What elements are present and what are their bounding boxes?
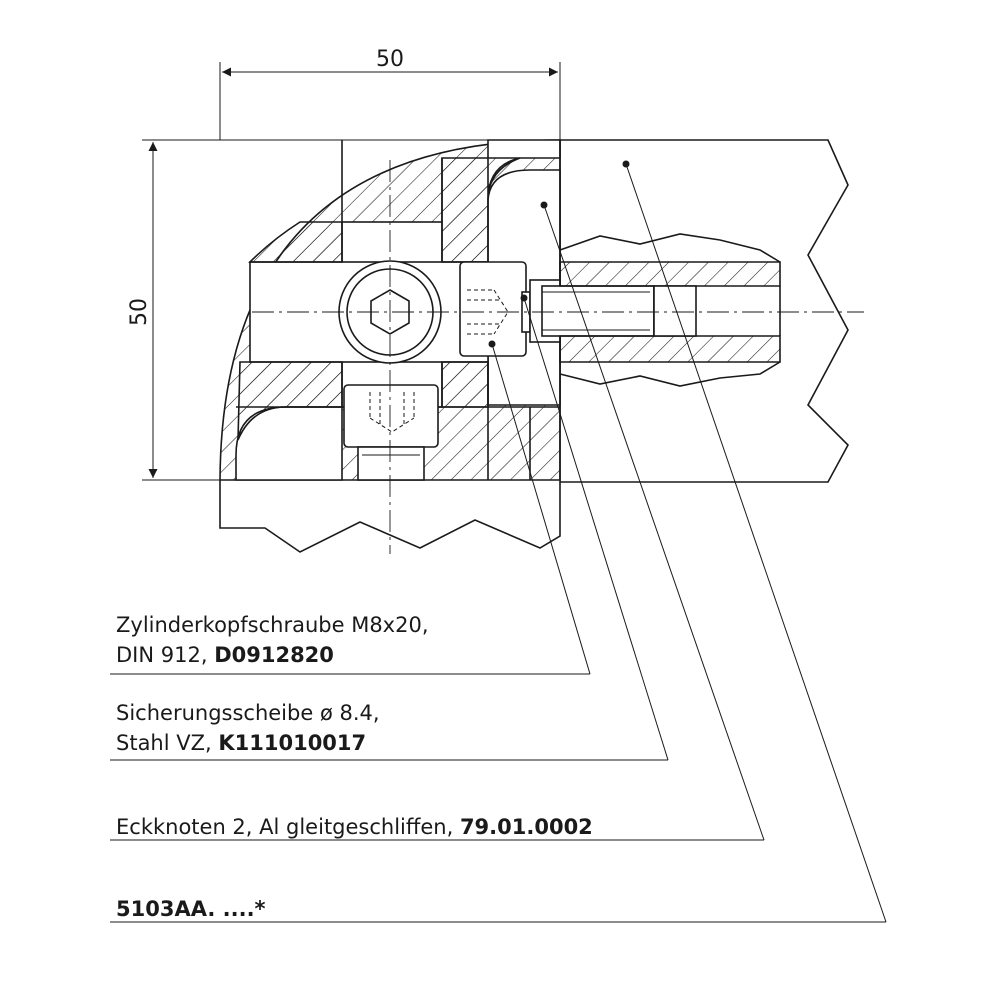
width-dimension-label: 50 xyxy=(376,47,404,72)
callout-washer-code: K111010017 xyxy=(218,731,366,755)
profile-right xyxy=(560,139,849,483)
callout-screw-line2: DIN 912, D0912820 xyxy=(116,643,334,667)
callout-screw-code: D0912820 xyxy=(214,643,334,667)
callout-washer: Sicherungsscheibe ø 8.4, Stahl VZ, K1110… xyxy=(116,701,380,755)
vertical-screw xyxy=(343,384,439,481)
width-dimension: 50 xyxy=(219,47,561,140)
callout-washer-line2: Stahl VZ, K111010017 xyxy=(116,731,366,755)
callout-profile: 5103AA. ....* xyxy=(116,897,266,921)
horizontal-screw-head xyxy=(459,261,531,357)
callout-profile-code: 5103AA. ....* xyxy=(116,897,266,921)
callout-washer-line1: Sicherungsscheibe ø 8.4, xyxy=(116,701,380,725)
callout-screw-spec: DIN 912, xyxy=(116,643,214,667)
callout-corner-node-line1: Eckknoten 2, Al gleitgeschliffen, 79.01.… xyxy=(116,815,593,839)
callout-corner-node: Eckknoten 2, Al gleitgeschliffen, 79.01.… xyxy=(116,815,593,839)
center-axes xyxy=(252,160,864,554)
slot-section xyxy=(559,233,781,387)
profile-bottom xyxy=(219,480,561,553)
screw-shank xyxy=(529,279,655,343)
callout-washer-spec: Stahl VZ, xyxy=(116,731,218,755)
height-dimension-label: 50 xyxy=(127,298,152,326)
leader-lines xyxy=(110,160,887,923)
callout-screw-line1: Zylinderkopfschraube M8x20, xyxy=(116,613,429,637)
callout-screw: Zylinderkopfschraube M8x20, DIN 912, D09… xyxy=(116,613,429,667)
callout-corner-node-spec: Eckknoten 2, Al gleitgeschliffen, xyxy=(116,815,460,839)
callout-corner-node-code: 79.01.0002 xyxy=(460,815,593,839)
